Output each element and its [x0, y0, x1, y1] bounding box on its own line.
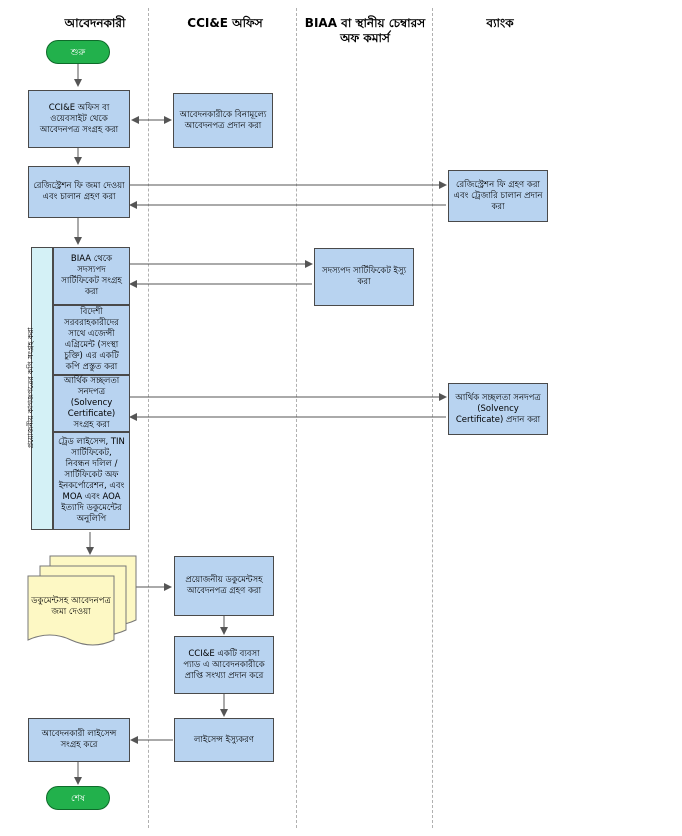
lane-divider-1 — [148, 8, 149, 828]
step-collect-license: আবেদনকারী লাইসেন্স সংগ্রহ করে — [28, 718, 130, 762]
step-pay-fee: রেজিস্ট্রেশন ফি জমা দেওয়া এবং চালান গ্র… — [28, 166, 130, 218]
group-side-label: প্রয়োজনীয় কাগজপত্রের কপি সংগ্রহ করা — [26, 327, 35, 449]
lane-title-chamber-line2: অফ কমার্স — [340, 31, 390, 45]
step-solvency-provide: আর্থিক সচ্ছলতা সনদপত্র (Solvency Certifi… — [448, 383, 548, 435]
lane-divider-3 — [432, 8, 433, 828]
lane-title-applicant: আবেদনকারী — [64, 16, 126, 30]
step-accept-docs: প্রয়োজনীয় ডকুমেন্টসহ আবেদনপত্র গ্রহণ ক… — [174, 556, 274, 616]
step-submit-docs: ডকুমেন্টসহ আবেদনপত্র জমা দেওয়া — [31, 596, 111, 617]
step-provide-form: আবেদনকারীকে বিনামূল্যে আবেদনপত্র প্রদান … — [173, 93, 273, 148]
step-solvency-collect: আর্থিক সচ্ছলতা সনদপত্র (Solvency Certifi… — [53, 375, 130, 432]
lane-divider-2 — [296, 8, 297, 828]
lane-title-bank: ব্যাংক — [486, 16, 514, 30]
step-issue-membership: সদস্যপদ সার্টিফিকেট ইস্যু করা — [314, 248, 414, 306]
end-terminal: শেষ — [46, 786, 110, 810]
start-terminal: শুরু — [46, 40, 110, 64]
group-bar — [31, 247, 53, 530]
step-issue-license: লাইসেন্স ইস্যুকরণ — [174, 718, 274, 762]
document-stack — [27, 555, 137, 646]
step-agency-agreement: বিদেশী সরবরাহকারীদের সাথে এজেন্সী এগ্রিম… — [53, 305, 130, 375]
step-collect-form: CCI&E অফিস বা ওয়েবসাইট থেকে আবেদনপত্র স… — [28, 90, 130, 148]
lane-title-office: CCI&E অফিস — [187, 16, 263, 30]
step-get-membership: BIAA থেকে সদস্যপদ সার্টিফিকেট সংগ্রহ করা — [53, 247, 130, 305]
lane-title-chamber: BIAA বা স্থানীয় চেম্বারস অফ কমার্স — [300, 16, 430, 46]
step-receive-fee: রেজিস্ট্রেশন ফি গ্রহণ করা এবং ট্রেজারি চ… — [448, 170, 548, 222]
step-trade-docs: ট্রেড লাইসেন্স, TIN সার্টিফিকেট, নিবন্ধন… — [53, 432, 130, 530]
lane-title-chamber-line1: BIAA বা স্থানীয় চেম্বারস — [304, 16, 426, 30]
step-issue-receipt: CCI&E একটি ব্যবসা প্যাড এ আবেদনকারীকে প্… — [174, 636, 274, 694]
